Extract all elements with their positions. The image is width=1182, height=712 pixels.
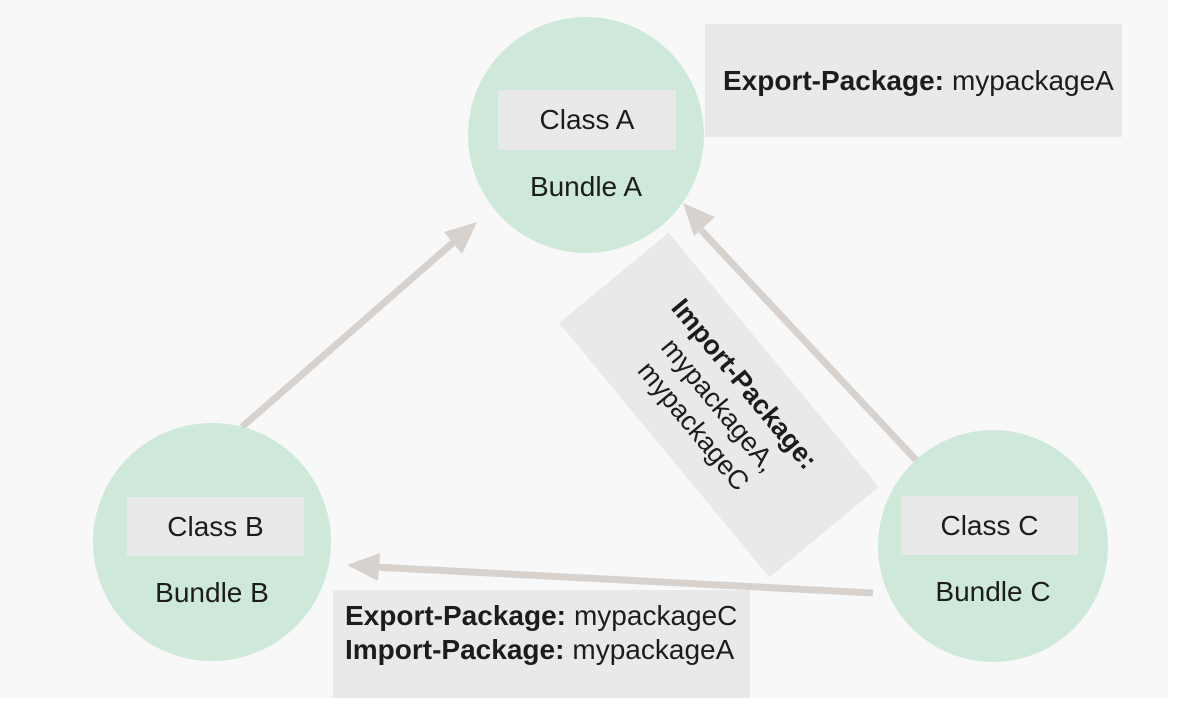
export-package-a-label: Export-Package: bbox=[723, 64, 944, 96]
bundle-b-label: Bundle B bbox=[155, 577, 269, 608]
arrow-bundle-c-to-bundle-b bbox=[347, 553, 874, 597]
import-package-a-value: mypackageA bbox=[572, 634, 735, 665]
dependency-arrows bbox=[239, 203, 919, 597]
class-a-box: Class A bbox=[498, 90, 676, 150]
export-package-note-a: Export-Package: mypackageA bbox=[705, 24, 1122, 137]
class-a-label: Class A bbox=[539, 104, 635, 135]
arrow-bundle-b-to-bundle-a bbox=[239, 222, 477, 430]
import-package-a-label: Import-Package: bbox=[345, 634, 565, 665]
export-package-c-label: Export-Package: bbox=[345, 600, 566, 631]
class-b-box: Class B bbox=[127, 497, 304, 556]
bundle-a-label: Bundle A bbox=[529, 171, 643, 202]
export-import-note-c-to-b: Export-Package:mypackageC Import-Package… bbox=[333, 590, 750, 698]
class-c-box: Class C bbox=[901, 496, 1078, 555]
export-package-a-value: mypackageA bbox=[951, 64, 1114, 96]
class-c-label: Class C bbox=[940, 509, 1039, 541]
arrow-bundle-c-to-bundle-a bbox=[683, 203, 919, 463]
bundle-c-label: Bundle C bbox=[935, 576, 1051, 607]
export-package-c-value: mypackageC bbox=[573, 600, 738, 631]
slide-canvas: Import-Package: mypackageA, mypackageC C… bbox=[93, 17, 1122, 698]
class-b-label: Class B bbox=[167, 510, 264, 542]
export-package-row: Export-Package:mypackageC bbox=[345, 599, 750, 633]
import-package-row: Import-Package:mypackageA bbox=[345, 633, 750, 667]
